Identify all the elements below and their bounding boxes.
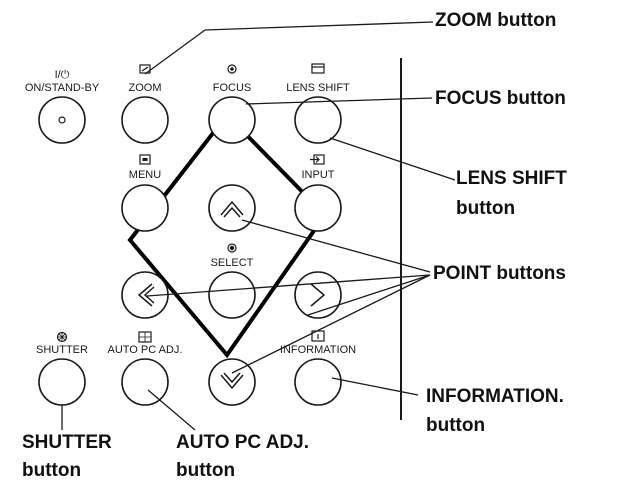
auto-pc-icon [138, 331, 152, 343]
zoom-icon [139, 64, 151, 74]
shutter-button[interactable] [38, 358, 86, 406]
point-down-button[interactable] [208, 358, 256, 406]
callout-focus: FOCUS button [435, 88, 566, 109]
input-button[interactable] [294, 184, 342, 232]
standby-button[interactable] [38, 96, 86, 144]
callout-shutter-line1: SHUTTER [22, 432, 112, 453]
callout-zoom: ZOOM button [435, 10, 556, 31]
shutter-label: SHUTTER [36, 344, 88, 356]
leader-lines [61, 21, 456, 431]
callout-lens-shift-line1: LENS SHIFT [456, 168, 567, 189]
lens-shift-label: LENS SHIFT [286, 82, 350, 94]
menu-label: MENU [129, 169, 161, 181]
auto-pc-label: AUTO PC ADJ. [108, 344, 183, 356]
auto-pc-adj-button[interactable] [121, 358, 169, 406]
menu-icon [139, 154, 151, 165]
information-button[interactable] [294, 358, 342, 406]
callout-lens-shift-line2: button [456, 198, 515, 219]
point-left-button[interactable] [121, 271, 169, 319]
point-up-button[interactable] [208, 184, 256, 232]
point-right-button[interactable] [294, 271, 342, 319]
callout-information-line2: button [426, 415, 485, 436]
callout-shutter-line2: button [22, 460, 81, 481]
zoom-button[interactable] [121, 96, 169, 144]
information-label: INFORMATION [280, 344, 356, 356]
standby-label: ON/STAND-BY [25, 82, 100, 94]
select-button[interactable] [208, 271, 256, 319]
callout-point: POINT buttons [433, 263, 566, 284]
lens-shift-icon [311, 63, 325, 74]
input-icon [310, 154, 325, 165]
input-label: INPUT [302, 169, 335, 181]
callout-information-line1: INFORMATION. [426, 386, 564, 407]
lens-shift-button[interactable] [294, 96, 342, 144]
shutter-icon [56, 331, 68, 343]
select-label: SELECT [211, 257, 254, 269]
chevron-left-icon [137, 283, 155, 307]
focus-button[interactable] [208, 96, 256, 144]
standby-icon: I/⏻ [55, 69, 70, 81]
chevron-down-icon [220, 372, 244, 390]
callout-auto-pc-line2: button [176, 460, 235, 481]
chevron-right-icon [310, 283, 326, 307]
menu-button[interactable] [121, 184, 169, 232]
select-icon [227, 243, 237, 253]
chevron-up-icon [220, 200, 244, 218]
zoom-label: ZOOM [129, 82, 162, 94]
callout-auto-pc-line1: AUTO PC ADJ. [176, 432, 309, 453]
focus-icon [227, 64, 237, 74]
focus-label: FOCUS [213, 82, 252, 94]
